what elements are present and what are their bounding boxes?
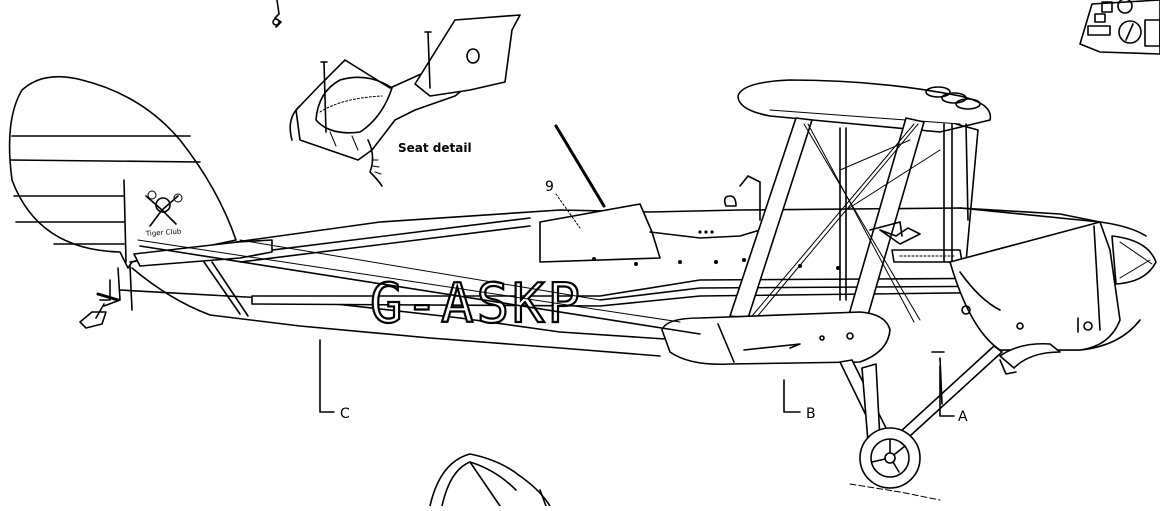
tailplane [133,239,273,317]
fragment-top-left [272,0,282,28]
callout-9: 9 [545,179,581,229]
instrument-panel [1079,0,1160,55]
seat-detail-inset: Seat detail [289,14,521,187]
registration-marking: G-ASKP [369,271,583,336]
undercarriage [839,345,1003,501]
callout-c: C [319,339,350,422]
fin-text: Tiger Club [145,227,183,238]
callout-b: B [783,379,816,422]
propeller-fragment [429,453,551,507]
callout-label-c: C [340,406,350,422]
tail-skid [79,265,133,329]
callout-label-b: B [806,406,816,422]
upper-wing [737,79,992,133]
tail-fin: Tiger Club [8,75,237,269]
callout-label-9: 9 [545,179,554,195]
seat-detail-caption: Seat detail [398,141,472,155]
lower-wing [661,311,891,366]
callout-a: A [939,365,968,425]
callout-label-a: A [958,409,968,425]
bracing-wires [137,239,701,335]
engine-cowling [949,221,1157,375]
cockpit-area [539,124,1073,279]
registration-text: G-ASKP [370,272,583,335]
